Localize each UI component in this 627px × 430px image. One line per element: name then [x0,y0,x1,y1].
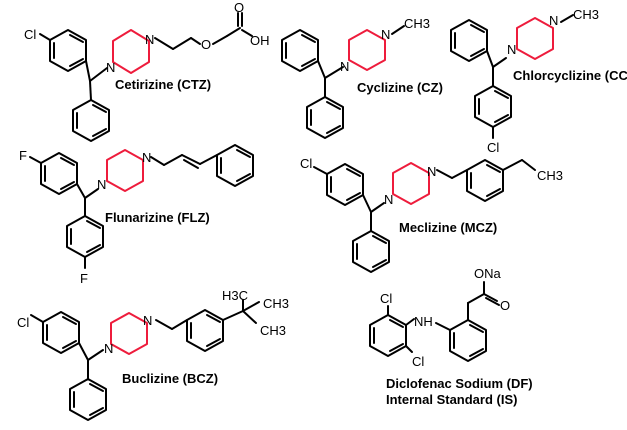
flunarizine-n1-label: N [97,177,106,192]
buclizine-name: Buclizine (BCZ) [122,371,218,386]
flunarizine-f1-label: F [19,148,27,163]
flunarizine-structure: F F N N Flunarizine (FLZ) [19,144,254,286]
chlorcyclizine-cl-label: Cl [487,140,499,155]
meclizine-cl-label: Cl [300,156,312,171]
meclizine-n2-label: N [427,164,436,179]
cetirizine-o2-label: O [234,0,244,15]
meclizine-structure: Cl N N CH3 Meclizine (MCZ) [300,156,563,273]
meclizine-name: Meclizine (MCZ) [399,220,497,235]
diclofenac-nh-label: NH [414,314,433,329]
flunarizine-f2-label: F [80,271,88,286]
cetirizine-name: Cetirizine (CTZ) [115,77,211,92]
cetirizine-n2-label: N [145,32,154,47]
diclofenac-name-2: Internal Standard (IS) [386,392,517,407]
chlorcyclizine-ch3-label: CH3 [573,7,599,22]
chlorcyclizine-structure: N N CH3 Cl Chlorcyclizine (CCZ) [450,7,627,155]
cyclizine-ch3-label: CH3 [404,16,430,31]
diclofenac-cl1-label: Cl [380,291,392,306]
diclofenac-o-label: O [500,298,510,313]
chlorcyclizine-n2-label: N [549,13,558,28]
buclizine-structure: Cl N N H3C CH3 CH3 Buclizine (BCZ) [17,288,289,421]
buclizine-n2-label: N [143,313,152,328]
meclizine-ch3-label: CH3 [537,168,563,183]
diclofenac-cl2-label: Cl [412,354,424,369]
cyclizine-structure: N N CH3 Cyclizine (CZ) [281,16,443,139]
buclizine-cl-label: Cl [17,315,29,330]
diclofenac-ona-label: ONa [474,266,502,281]
meclizine-n1-label: N [384,192,393,207]
diclofenac-structure: ONa O NH Cl Cl Diclofenac Sodium (DF) In… [369,266,533,407]
cetirizine-cl-label: Cl [24,27,36,42]
diclofenac-name: Diclofenac Sodium (DF) [386,376,533,391]
buclizine-h3c-label: H3C [222,288,248,303]
cetirizine-n1-label: N [106,60,115,75]
cyclizine-n1-label: N [340,59,349,74]
flunarizine-name: Flunarizine (FLZ) [105,210,210,225]
cetirizine-structure: Cl N N O O OH Cetirizine (CTZ) [24,0,270,142]
buclizine-n1-label: N [104,341,113,356]
cyclizine-n2-label: N [381,27,390,42]
cetirizine-oh-label: OH [250,33,270,48]
flunarizine-n2-label: N [142,150,151,165]
buclizine-ch3b-label: CH3 [260,323,286,338]
chlorcyclizine-name: Chlorcyclizine (CCZ) [513,68,627,83]
cyclizine-name: Cyclizine (CZ) [357,80,443,95]
chlorcyclizine-n1-label: N [507,42,516,57]
buclizine-ch3a-label: CH3 [263,296,289,311]
cetirizine-o-label: O [201,37,211,52]
